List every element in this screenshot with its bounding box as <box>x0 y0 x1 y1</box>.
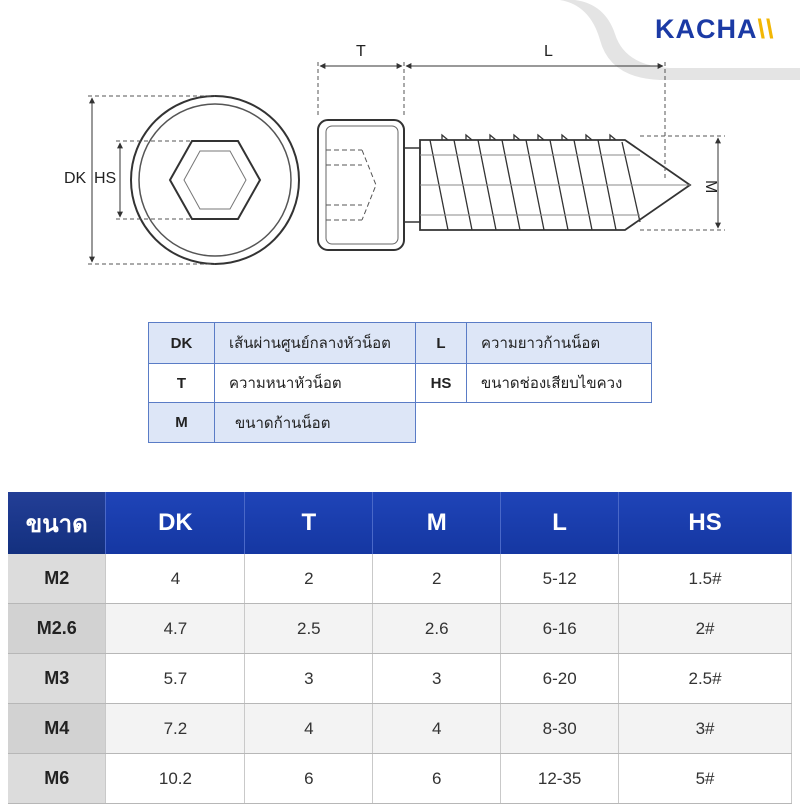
table-row: M2.6 4.7 2.5 2.6 6-16 2# <box>8 603 792 654</box>
cell-l: 12-35 <box>500 753 620 804</box>
cell-l: 6-20 <box>500 653 620 704</box>
cell-t: 4 <box>244 703 374 754</box>
cell-dk: 4 <box>105 554 246 604</box>
head-top-view <box>130 95 300 265</box>
legend-code-m: M <box>148 402 215 443</box>
logo-stripes: \\ <box>757 14 775 44</box>
cell-hs: 1.5# <box>618 554 792 604</box>
cell-m: 3 <box>372 653 502 704</box>
t-label: T <box>356 43 366 60</box>
header-l: L <box>500 492 620 554</box>
table-row: M2 4 2 2 5-12 1.5# <box>8 554 792 604</box>
size-table: ขนาด DK T M L HS M2 4 2 2 5-12 1.5# M2.6… <box>8 492 792 804</box>
cell-l: 5-12 <box>500 554 620 604</box>
cell-size: M2 <box>8 554 107 604</box>
legend-desc-m: ขนาดก้านน็อต <box>214 402 416 443</box>
cell-l: 6-16 <box>500 603 620 654</box>
logo-background <box>560 0 800 80</box>
screw-side-view <box>317 119 692 251</box>
legend-desc-dk: เส้นผ่านศูนย์กลางหัวน็อต <box>214 322 416 364</box>
table-header-row: ขนาด DK T M L HS <box>8 492 792 554</box>
header-m: M <box>372 492 502 554</box>
cell-hs: 5# <box>618 753 792 804</box>
legend-code-hs: HS <box>415 363 467 403</box>
cell-dk: 10.2 <box>105 753 246 804</box>
cell-size: M4 <box>8 703 107 754</box>
table-row: M6 10.2 6 6 12-35 5# <box>8 753 792 804</box>
brand-name: KACHA <box>655 14 758 44</box>
cell-dk: 4.7 <box>105 603 246 654</box>
cell-hs: 3# <box>618 703 792 754</box>
cell-l: 8-30 <box>500 703 620 754</box>
cell-size: M6 <box>8 753 107 804</box>
t-l-dimensions: T L <box>317 43 666 178</box>
cell-dk: 5.7 <box>105 653 246 704</box>
cell-m: 2.6 <box>372 603 502 654</box>
table-row: M3 5.7 3 3 6-20 2.5# <box>8 653 792 704</box>
legend-code-t: T <box>148 363 215 403</box>
cell-size: M3 <box>8 653 107 704</box>
brand-logo: KACHA\\ <box>655 14 775 45</box>
cell-hs: 2.5# <box>618 653 792 704</box>
legend-desc-t: ความหนาหัวน็อต <box>214 363 416 403</box>
legend-code-dk: DK <box>148 322 215 364</box>
screw-drawing: DK HS <box>64 43 725 265</box>
dk-hs-dimensions: DK HS <box>64 95 215 265</box>
cell-t: 3 <box>244 653 374 704</box>
dk-label: DK <box>64 170 87 187</box>
header-dk: DK <box>105 492 246 554</box>
cell-dk: 7.2 <box>105 703 246 754</box>
legend-code-l: L <box>415 322 467 364</box>
l-label: L <box>544 43 553 60</box>
header-size: ขนาด <box>8 492 107 554</box>
cell-m: 2 <box>372 554 502 604</box>
cell-t: 2 <box>244 554 374 604</box>
legend-desc-hs: ขนาดช่องเสียบไขควง <box>466 363 652 403</box>
header-hs: HS <box>618 492 792 554</box>
cell-t: 6 <box>244 753 374 804</box>
m-label: M <box>702 180 719 193</box>
cell-m: 4 <box>372 703 502 754</box>
cell-size: M2.6 <box>8 603 107 654</box>
header-t: T <box>244 492 374 554</box>
table-row: M4 7.2 4 4 8-30 3# <box>8 703 792 754</box>
cell-t: 2.5 <box>244 603 374 654</box>
cell-hs: 2# <box>618 603 792 654</box>
m-dimension: M <box>640 135 725 231</box>
hs-label: HS <box>94 170 116 187</box>
legend-desc-l: ความยาวก้านน็อต <box>466 322 652 364</box>
cell-m: 6 <box>372 753 502 804</box>
